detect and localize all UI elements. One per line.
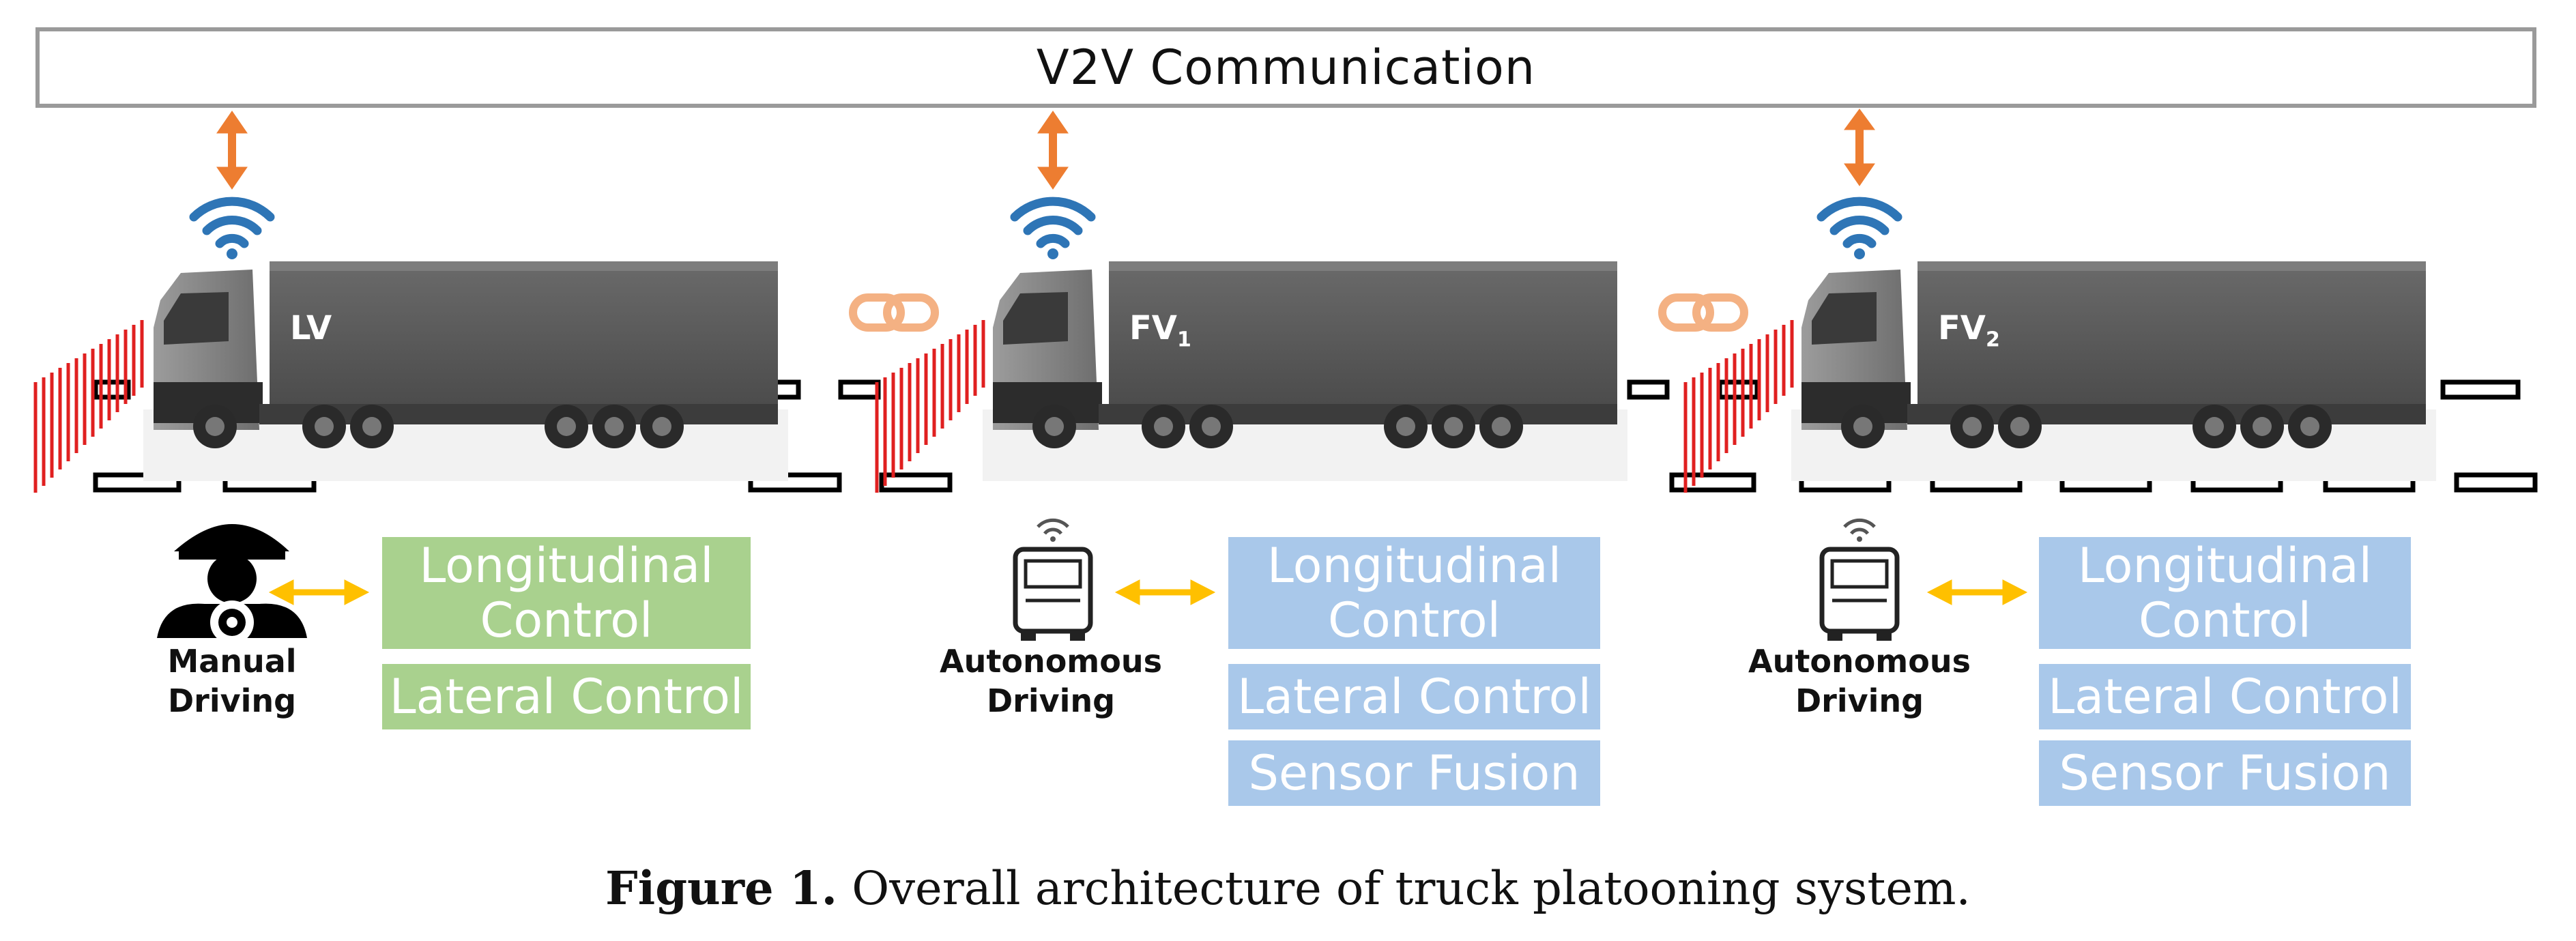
v2v-label: V2V Communication [1036,40,1536,96]
truck-fv1 [983,261,1627,481]
wifi-icon [1010,197,1096,259]
control-longitudinal-lv: Longitudinal Control [382,537,751,649]
road-top-dashes [93,379,2521,400]
control-longitudinal-fv2: Longitudinal Control [2039,537,2411,649]
sensor-beam-lv [33,320,144,493]
control-lateral-fv2: Lateral Control [2039,664,2411,729]
truck-tag-lv: LV [290,309,332,347]
control-sensor-fusion-fv1: Sensor Fusion [1228,740,1600,806]
sensor-beam-fv1 [875,320,985,493]
control-lateral-fv1: Lateral Control [1228,664,1600,729]
control-lateral-lv: Lateral Control [382,664,751,729]
link-icon [1658,293,1748,332]
yellow-double-arrow [1114,579,1216,605]
v2v-arrow-fv2 [1844,108,1875,186]
wifi-icon [189,197,275,259]
v2v-arrow-fv1 [1037,111,1069,190]
yellow-double-arrow [268,579,370,605]
truck-fv2 [1791,261,2436,481]
driver-icon [157,524,307,644]
truck-lv [143,261,788,481]
truck-tag-fv2: FV2 [1938,309,2000,352]
link-icon [849,293,939,332]
wifi-icon [1817,197,1902,259]
v2v-communication-bar: V2V Communication [35,27,2536,108]
control-sensor-fusion-fv2: Sensor Fusion [2039,740,2411,806]
autonomous-truck-icon [1819,518,1900,641]
figure-caption: Figure 1. Overall architecture of truck … [0,861,2576,915]
truck-tag-fv1: FV1 [1129,309,1191,352]
autonomous-truck-icon [1013,518,1093,641]
v2v-arrow-lv [216,111,248,190]
control-longitudinal-fv1: Longitudinal Control [1228,537,1600,649]
yellow-double-arrow [1926,579,2028,605]
caption-label: Figure 1. [605,861,837,915]
sensor-beam-fv2 [1683,320,1794,493]
v2v-arrows [216,108,1875,190]
caption-text: Overall architecture of truck platooning… [852,862,1971,915]
